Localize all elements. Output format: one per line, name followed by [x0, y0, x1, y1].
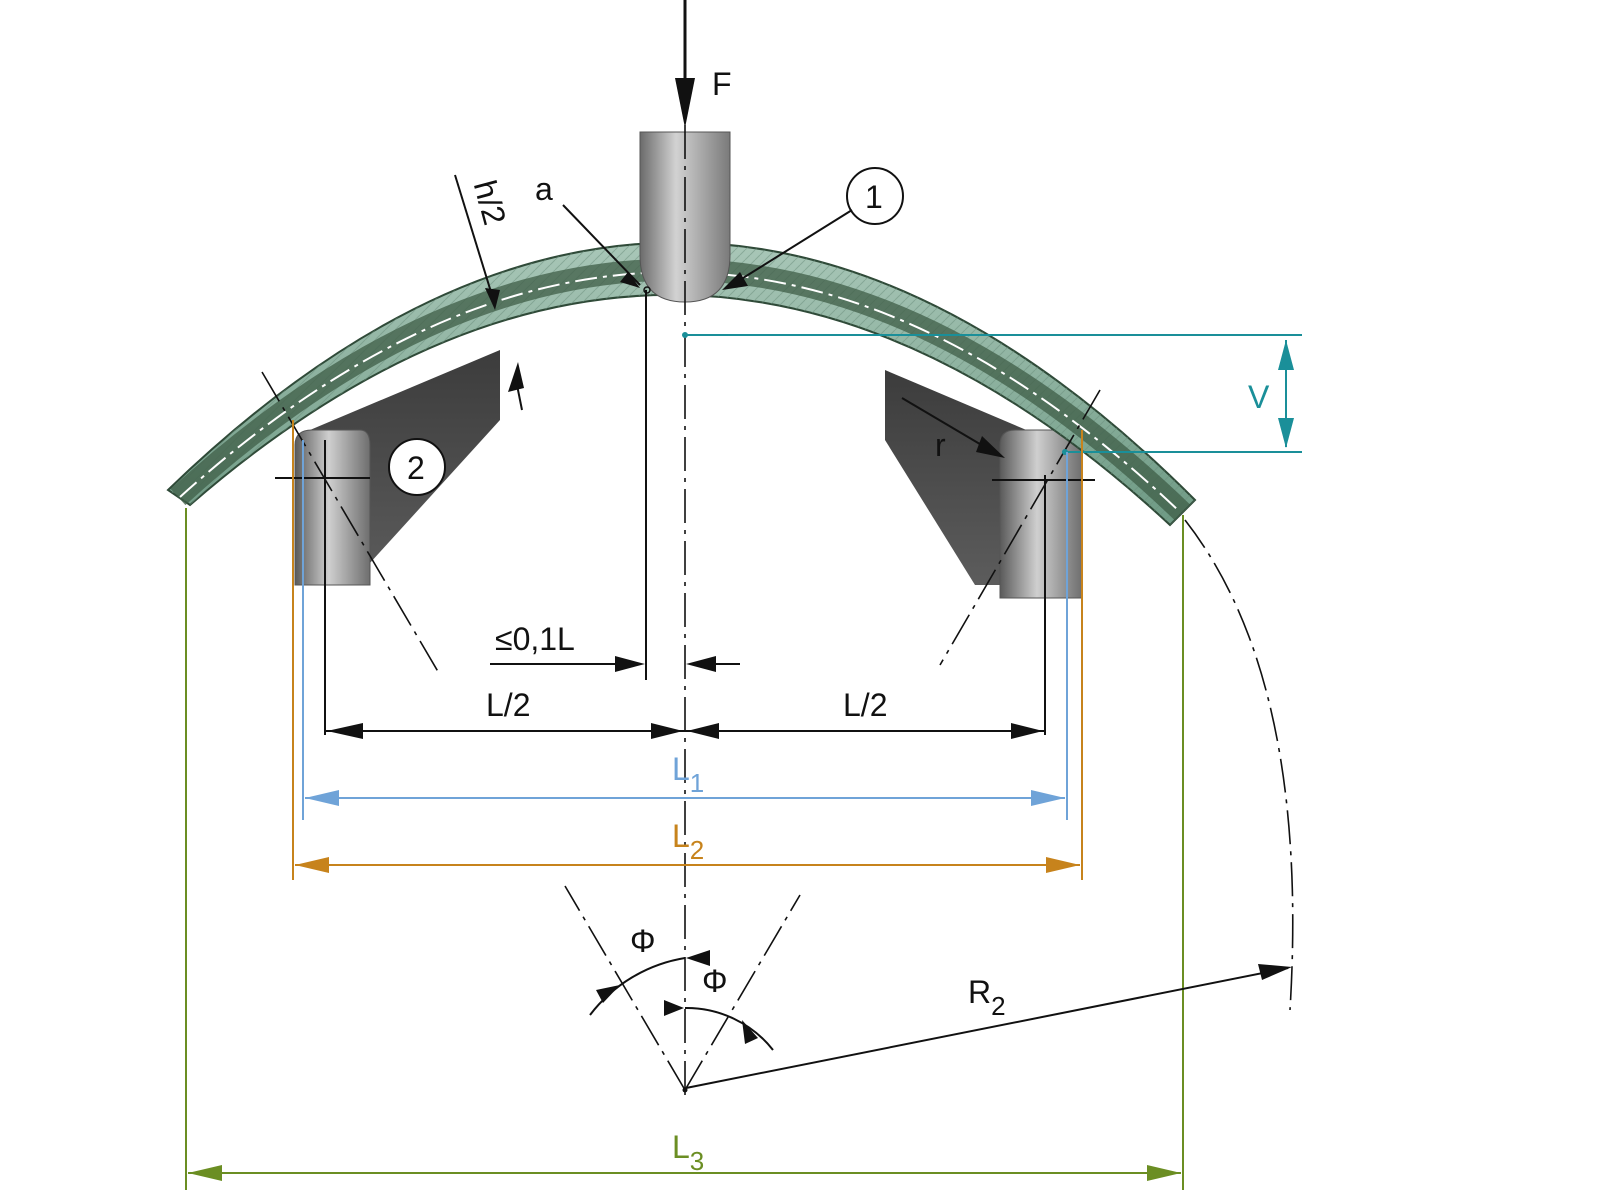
half-span-left-label: L/2	[486, 687, 530, 723]
R2-label: R2	[968, 974, 1006, 1021]
offset-label: ≤0,1L	[495, 621, 575, 657]
angle-construction	[564, 885, 801, 1093]
callout-2: 2	[388, 438, 446, 496]
deflection-label: V	[1248, 379, 1270, 415]
deflection-dimension	[682, 332, 1302, 455]
half-span-dimension	[325, 723, 1045, 739]
offset-dimension	[490, 656, 740, 672]
phi-inner-label: Φ	[702, 963, 728, 999]
L1-label: L1	[672, 751, 704, 798]
right-support-axis	[939, 389, 1101, 735]
svg-text:2: 2	[407, 450, 425, 486]
right-support	[885, 370, 1083, 599]
L3-dimension	[185, 508, 1184, 1190]
force-label: F	[712, 66, 732, 102]
force-arrow	[675, 0, 695, 128]
L2-label: L2	[672, 818, 704, 865]
half-span-right-label: L/2	[843, 687, 887, 723]
callout-1: 1	[722, 167, 904, 290]
L3-label: L3	[672, 1129, 704, 1176]
L2-dimension	[292, 420, 1083, 880]
svg-text:1: 1	[865, 179, 883, 215]
R2-dimension	[685, 519, 1294, 1089]
a-label: a	[535, 171, 553, 207]
left-support-axis	[261, 371, 441, 735]
half-thickness-label: h/2	[467, 176, 513, 228]
radius-r-label: r	[935, 427, 946, 463]
L1-dimension	[302, 440, 1068, 820]
phi-outer-label: Φ	[630, 923, 656, 959]
